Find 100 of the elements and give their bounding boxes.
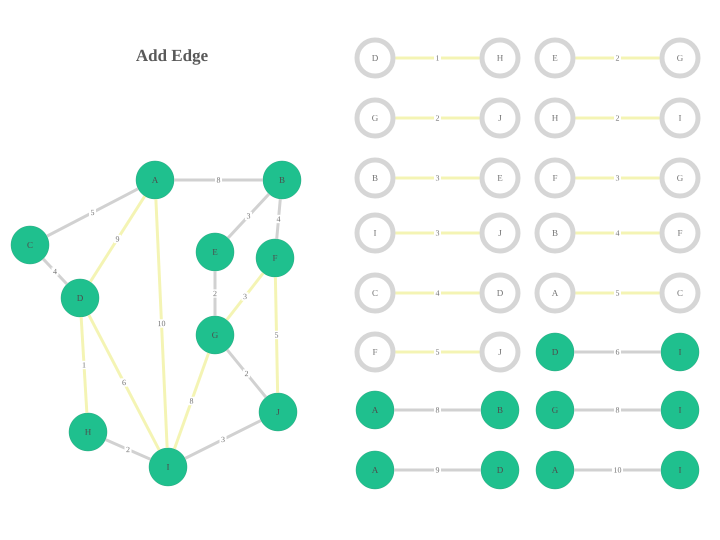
edge-label: 4 bbox=[614, 228, 621, 238]
pending-node: C bbox=[354, 272, 396, 314]
selected-node: I bbox=[660, 390, 700, 430]
edge-label: 8 bbox=[434, 406, 441, 414]
edge-line bbox=[396, 176, 480, 180]
edge-label: 6 bbox=[120, 378, 128, 387]
edge-label: 5 bbox=[614, 288, 621, 298]
edge-line bbox=[576, 231, 660, 234]
edge-line bbox=[576, 56, 660, 60]
edge-line bbox=[394, 408, 481, 412]
pending-node: E bbox=[480, 158, 520, 198]
edge-line bbox=[394, 468, 481, 472]
edge-label: 5 bbox=[89, 208, 96, 217]
edge-line bbox=[173, 352, 210, 450]
edge-label: 8 bbox=[188, 396, 195, 406]
edge-line bbox=[574, 408, 661, 412]
edge-line bbox=[396, 350, 480, 354]
edge-line bbox=[46, 188, 139, 238]
edge-line bbox=[576, 291, 660, 294]
edge-label: 3 bbox=[434, 174, 441, 182]
edge-label: 1 bbox=[434, 54, 441, 62]
edge-label: 4 bbox=[434, 288, 441, 298]
edge-label: 4 bbox=[275, 214, 282, 224]
edge-label: 10 bbox=[612, 466, 623, 474]
edge-label: 2 bbox=[434, 114, 441, 122]
pending-node: H bbox=[480, 38, 520, 78]
selected-node: A bbox=[356, 450, 394, 490]
edge-line bbox=[576, 176, 660, 180]
pending-node: I bbox=[660, 98, 700, 138]
pending-node: C bbox=[660, 272, 700, 314]
edge-label: 2 bbox=[614, 114, 621, 122]
edge-label: 3 bbox=[242, 292, 248, 301]
edge-line bbox=[576, 116, 660, 120]
graph-node: D bbox=[60, 278, 100, 318]
edge-label: 10 bbox=[156, 319, 167, 328]
edge-line bbox=[574, 350, 661, 354]
pending-node: F bbox=[534, 158, 576, 198]
edge-line bbox=[42, 258, 68, 286]
graph-node: C bbox=[10, 226, 50, 264]
graph-node: J bbox=[258, 392, 298, 432]
pending-node: D bbox=[354, 38, 396, 78]
pending-node: I bbox=[354, 212, 396, 254]
selected-node: A bbox=[536, 450, 574, 490]
pending-node: J bbox=[480, 212, 520, 254]
graph-node: E bbox=[196, 232, 234, 272]
edge-label: 3 bbox=[434, 228, 441, 238]
edge-label: 2 bbox=[614, 54, 621, 62]
graph-node: H bbox=[68, 412, 108, 452]
edge-line bbox=[89, 195, 146, 283]
edge-line bbox=[80, 317, 88, 413]
edge-line bbox=[275, 198, 282, 239]
edge-label: 6 bbox=[614, 348, 621, 356]
edge-line bbox=[214, 271, 216, 316]
edge-label: 8 bbox=[614, 406, 621, 414]
edge-line bbox=[226, 348, 267, 398]
pending-node: G bbox=[354, 98, 396, 138]
edge-line bbox=[174, 178, 263, 182]
pending-node: G bbox=[660, 38, 700, 78]
edge-line bbox=[154, 199, 169, 448]
edge-line bbox=[88, 314, 160, 451]
pending-node: B bbox=[354, 158, 396, 198]
graph-node: B bbox=[262, 160, 302, 200]
edge-label: 4 bbox=[52, 267, 58, 276]
edge-line bbox=[574, 468, 661, 472]
edge-line bbox=[396, 231, 480, 234]
edge-line bbox=[396, 56, 480, 60]
pending-node: H bbox=[534, 98, 576, 138]
selected-node: A bbox=[356, 390, 394, 430]
edge-line bbox=[274, 277, 280, 393]
pending-node: B bbox=[534, 212, 576, 254]
pending-node: J bbox=[480, 98, 520, 138]
edge-label: 5 bbox=[273, 330, 280, 340]
pending-node: A bbox=[534, 272, 576, 314]
edge-label: 3 bbox=[245, 212, 252, 220]
edge-label: 1 bbox=[80, 360, 88, 370]
pending-node: E bbox=[534, 38, 576, 78]
pending-node: G bbox=[660, 158, 700, 198]
edge-label: 9 bbox=[434, 466, 441, 474]
edge-label: 3 bbox=[220, 435, 226, 444]
pending-node: J bbox=[480, 331, 520, 372]
edge-label: 2 bbox=[124, 445, 132, 454]
graph-node: A bbox=[136, 160, 174, 200]
edge-label: 8 bbox=[215, 176, 222, 184]
pending-node: F bbox=[660, 212, 700, 254]
graph-node: F bbox=[256, 238, 294, 278]
edge-line bbox=[396, 291, 480, 294]
edge-line bbox=[226, 193, 270, 239]
selected-node: D bbox=[480, 450, 520, 490]
selected-node: I bbox=[660, 450, 700, 490]
selected-node: G bbox=[536, 390, 574, 430]
edge-label: 5 bbox=[434, 348, 441, 356]
selected-node: D bbox=[536, 332, 574, 372]
selected-node: B bbox=[480, 390, 520, 430]
edge-line bbox=[226, 272, 264, 321]
edge-line bbox=[105, 438, 152, 461]
selected-node: I bbox=[660, 332, 700, 372]
edge-label: 2 bbox=[212, 289, 218, 298]
graph-node: I bbox=[148, 448, 188, 486]
graph-node: G bbox=[196, 316, 234, 354]
title: Add Edge bbox=[136, 49, 208, 65]
